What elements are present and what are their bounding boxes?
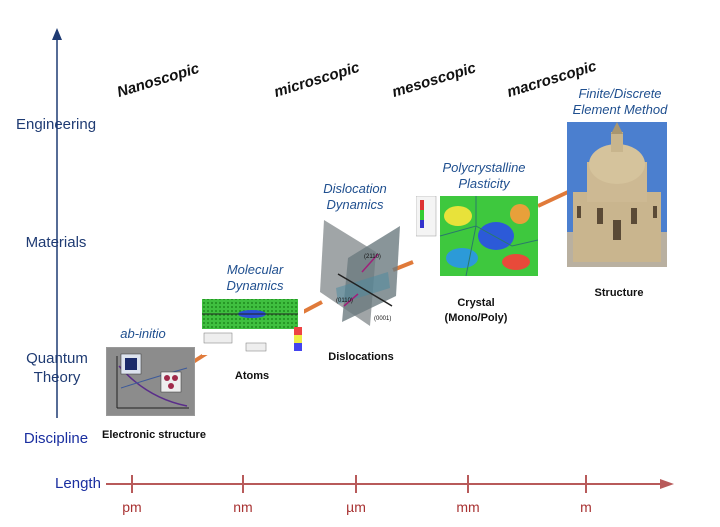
method-polycrystalline-plasticity: Polycrystalline Plasticity [432, 160, 536, 192]
plane-label-2: (0110) [336, 298, 353, 304]
electronic-structure-image [106, 347, 195, 416]
method-ab-initio: ab-initio [108, 326, 178, 342]
method-molecular-dynamics: Molecular Dynamics [214, 262, 296, 294]
caption-dislocations: Dislocations [318, 350, 404, 365]
tick-nm: nm [223, 499, 263, 515]
level-materials: Materials [6, 234, 106, 251]
caption-structure: Structure [584, 286, 654, 301]
caption-crystal: Crystal (Mono/Poly) [440, 296, 512, 326]
level-engineering: Engineering [6, 116, 106, 133]
tick-pm: pm [112, 499, 152, 515]
connector-4 [538, 192, 568, 206]
level-quantum-theory: Quantum Theory [22, 349, 92, 387]
method-dislocation-dynamics: Dislocation Dynamics [312, 181, 398, 213]
tick-mm: mm [448, 499, 488, 515]
level-discipline: Discipline [6, 430, 106, 447]
tick-um: µm [336, 499, 376, 515]
polycrystal-image [416, 196, 538, 276]
method-fem: Finite/Discrete Element Method [560, 86, 680, 118]
plane-label-1: (2110) [364, 254, 381, 260]
length-axis-arrow [660, 479, 674, 489]
structure-building-image [567, 122, 667, 267]
plane-label-3: (0001) [374, 316, 391, 322]
caption-atoms: Atoms [222, 369, 282, 384]
molecular-dynamics-image [202, 297, 304, 355]
dislocations-image: (2110) (0110) (0001) [318, 218, 400, 328]
length-axis-label: Length [46, 475, 110, 492]
tick-m: m [566, 499, 606, 515]
caption-electronic-structure: Electronic structure [96, 428, 212, 443]
